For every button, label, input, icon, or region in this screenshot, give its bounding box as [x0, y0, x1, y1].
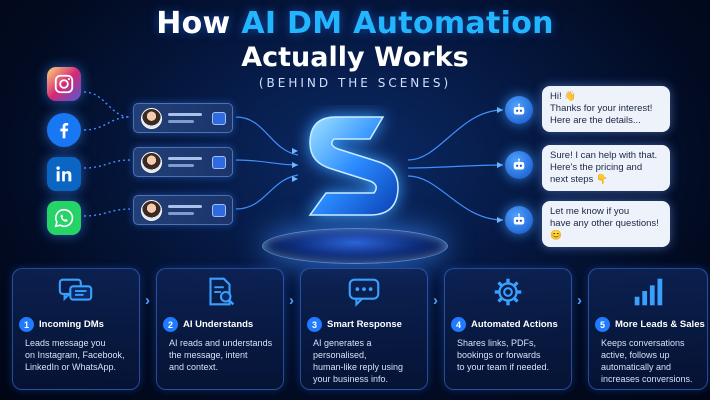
reply-bubble-1: Hi! 👋 Thanks for your interest! Here are… — [542, 86, 670, 132]
title-prefix: How — [156, 6, 231, 41]
step-ai-understands: 2 AI Understands AI reads and understands… — [156, 268, 284, 390]
step-title: Automated Actions — [471, 319, 558, 330]
chevron-right-icon: › — [433, 292, 438, 309]
chevron-right-icon: › — [577, 292, 582, 309]
facebook-icon — [47, 113, 81, 147]
step-description: AI reads and understands the message, in… — [169, 338, 273, 372]
gear-icon — [445, 275, 571, 309]
message-icon — [212, 204, 226, 217]
page-title: How AI DM Automation — [0, 6, 710, 41]
message-icon — [212, 112, 226, 125]
step-incoming-dms: 1 Incoming DMs Leads message you on Insta… — [12, 268, 140, 390]
step-title: Incoming DMs — [39, 319, 104, 330]
page-subtitle: (BEHIND THE SCENES) — [258, 76, 452, 90]
message-icon — [212, 156, 226, 169]
connector-lines — [83, 91, 504, 223]
brand-logo-icon — [288, 105, 418, 255]
step-number: 2 — [163, 317, 178, 332]
step-description: Leads message you on Instagram, Facebook… — [25, 338, 125, 372]
document-search-icon — [157, 275, 283, 309]
page-title-line2: Actually Works — [241, 42, 469, 73]
dm-card-1 — [133, 103, 233, 133]
linkedin-icon — [47, 157, 81, 191]
title-accent: AI DM Automation — [241, 6, 554, 41]
step-title: AI Understands — [183, 319, 254, 330]
step-number: 5 — [595, 317, 610, 332]
step-more-leads: 5 More Leads & Sales Keeps conversations … — [588, 268, 708, 390]
step-title: More Leads & Sales — [615, 319, 705, 330]
chat-dots-icon — [301, 275, 427, 309]
step-number: 1 — [19, 317, 34, 332]
step-description: AI generates a personalised, human-like … — [313, 338, 404, 384]
chevron-right-icon: › — [289, 292, 294, 309]
step-description: Keeps conversations active, follows up a… — [601, 338, 693, 384]
avatar — [141, 108, 162, 129]
logo-platform — [262, 228, 448, 264]
step-number: 3 — [307, 317, 322, 332]
whatsapp-icon — [47, 201, 81, 235]
avatar — [141, 200, 162, 221]
reply-bubble-3: Let me know if you have any other questi… — [542, 201, 670, 247]
dm-card-3 — [133, 195, 233, 225]
dm-card-2 — [133, 147, 233, 177]
step-automated-actions: 4 Automated Actions Shares links, PDFs, b… — [444, 268, 572, 390]
avatar — [141, 152, 162, 173]
step-title: Smart Response — [327, 319, 402, 330]
bot-icon — [505, 151, 533, 179]
bot-icon — [505, 96, 533, 124]
chat-bubbles-icon — [13, 275, 139, 309]
reply-bubble-2: Sure! I can help with that. Here's the p… — [542, 145, 670, 191]
step-number: 4 — [451, 317, 466, 332]
chevron-right-icon: › — [145, 292, 150, 309]
bot-icon — [505, 206, 533, 234]
bar-chart-icon — [589, 275, 707, 309]
step-description: Shares links, PDFs, bookings or forwards… — [457, 338, 550, 372]
instagram-icon — [47, 67, 81, 101]
step-smart-response: 3 Smart Response AI generates a personali… — [300, 268, 428, 390]
